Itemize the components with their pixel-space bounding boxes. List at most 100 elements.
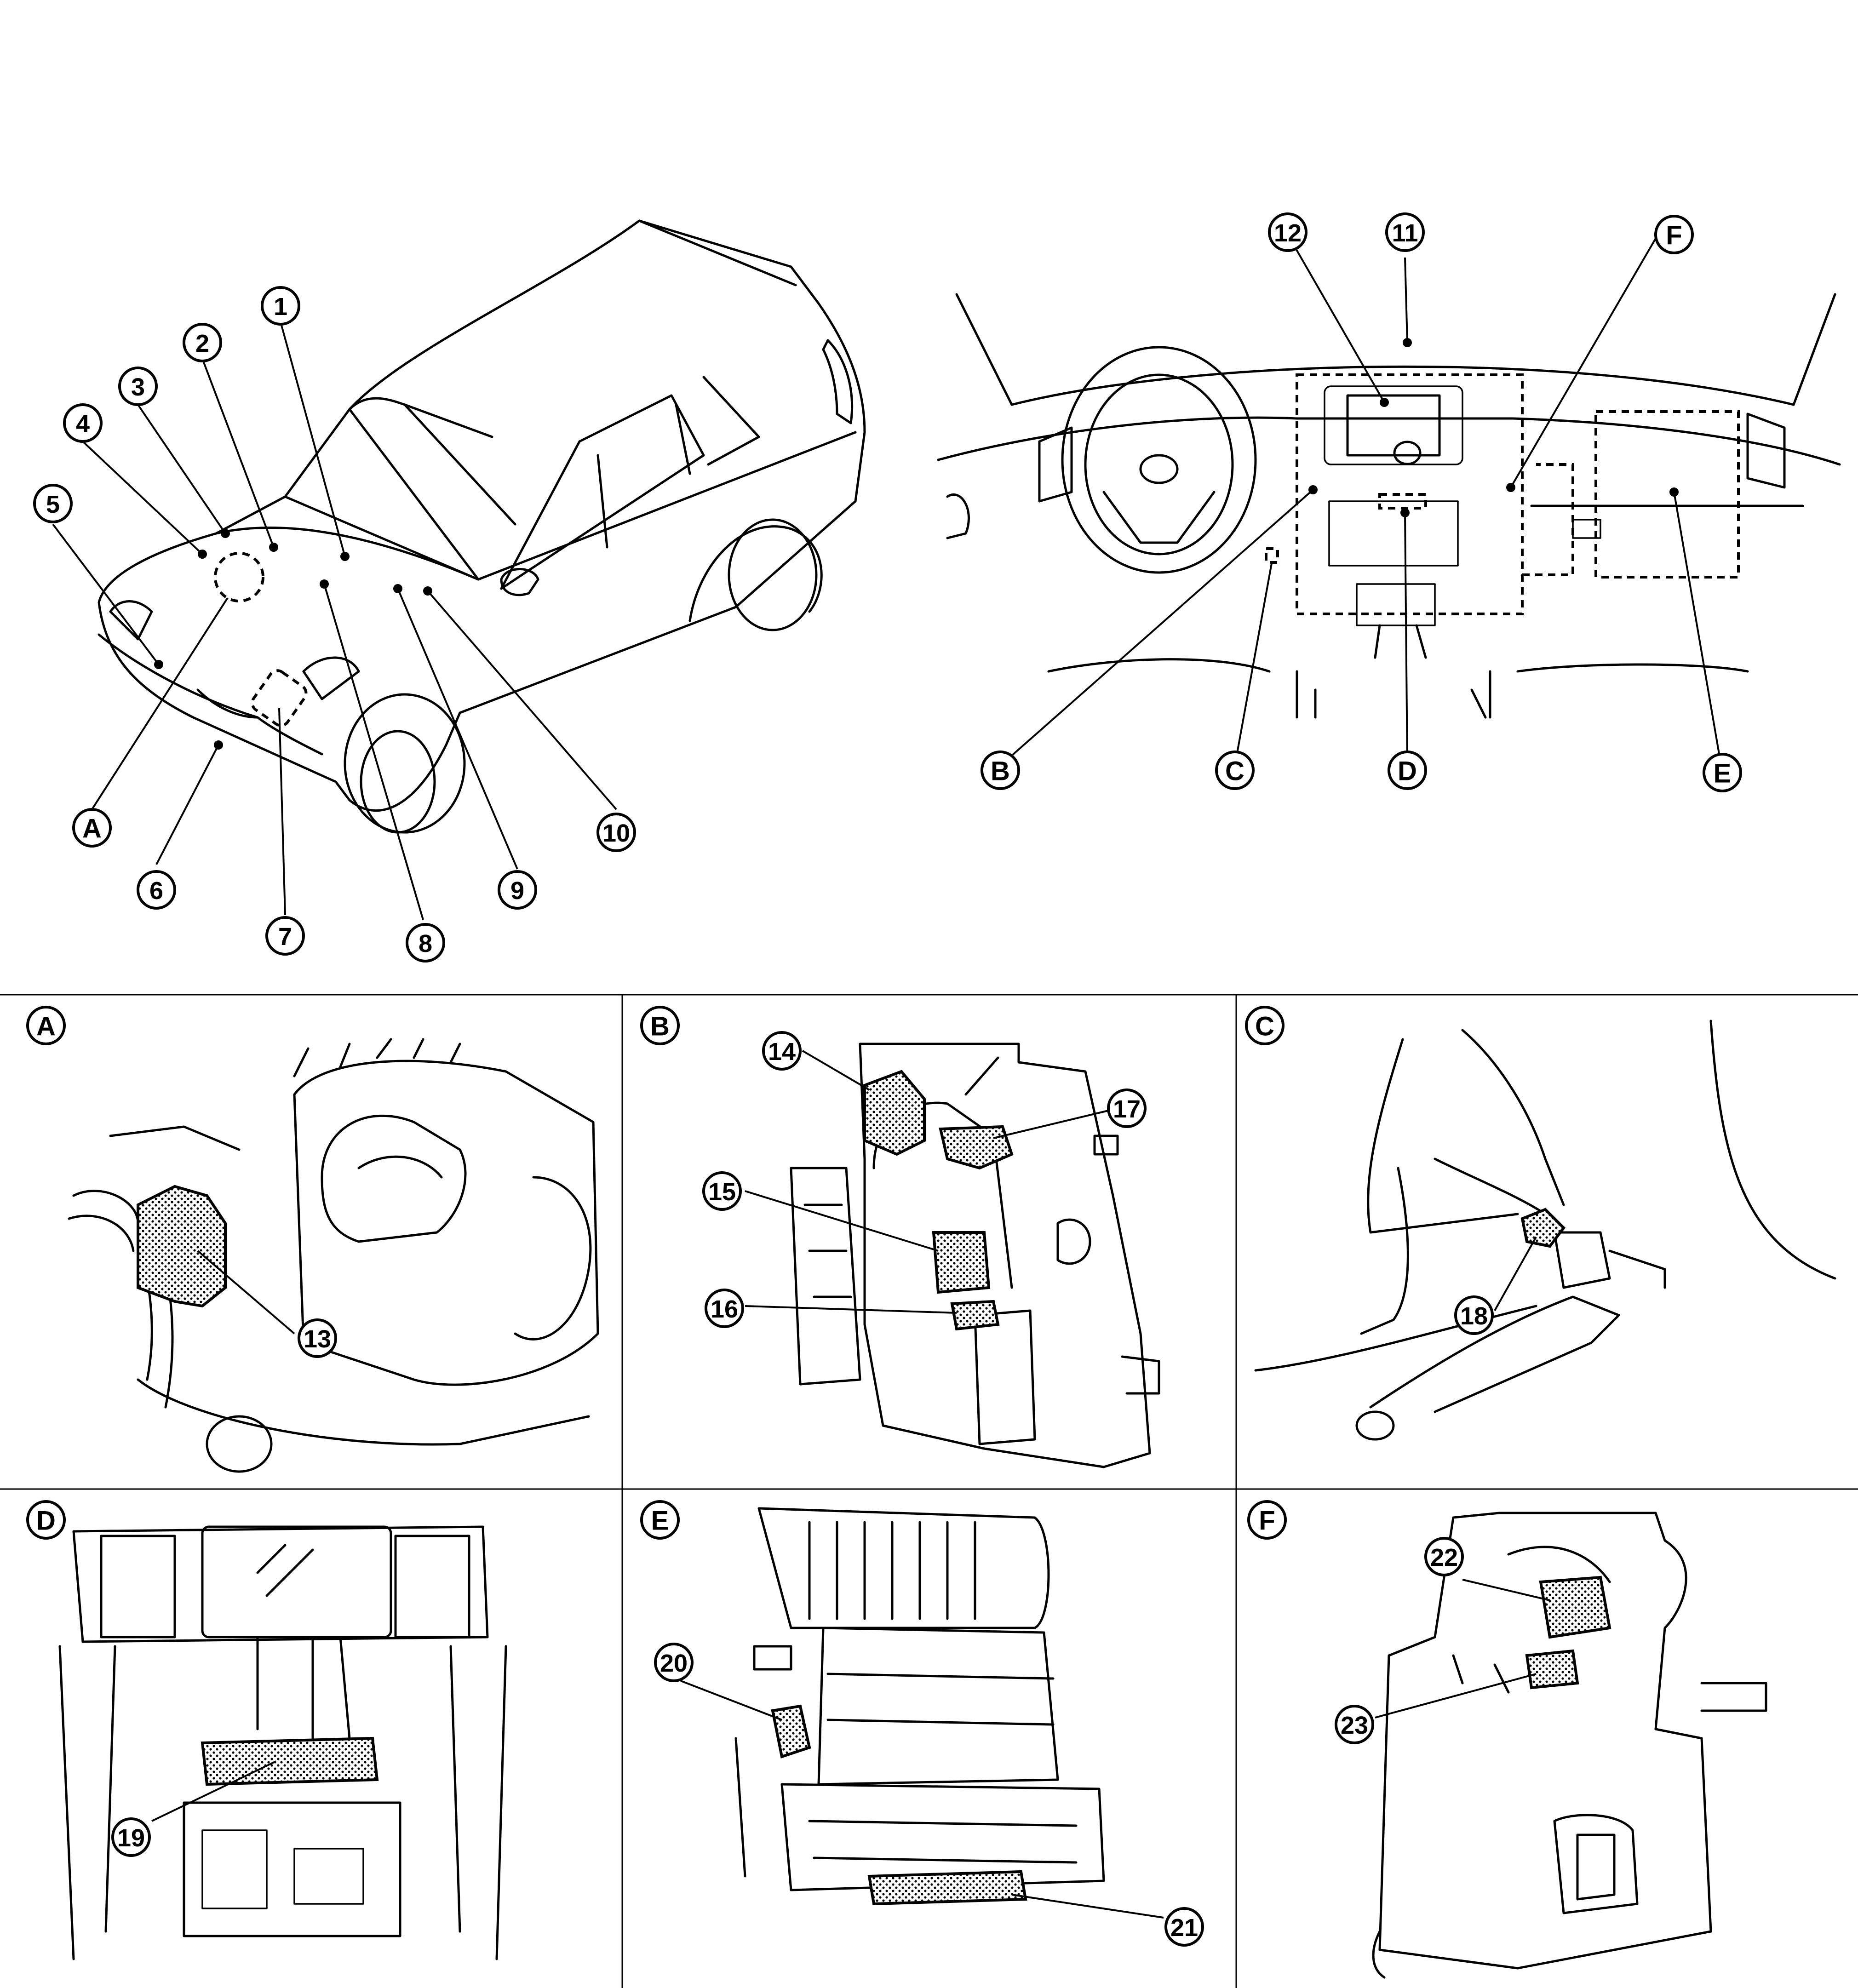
callout-11-label: 11 [1392,219,1418,247]
callout-20-label: 20 [660,1650,688,1677]
panel-label-c-label: C [1255,1012,1274,1042]
panel-label-c: C [1245,1006,1285,1045]
callout-4: 4 [63,403,103,443]
panel-e-blower-unit [680,1507,1164,1919]
callout-8: 8 [406,923,445,962]
area-callout-d-circle [1388,751,1427,790]
callout-18-label: 18 [1460,1302,1488,1330]
panel-label-f-circle [1247,1500,1287,1540]
callout-11-circle [1385,212,1425,252]
area-callout-b: B [981,751,1020,790]
panel-label-d-circle [26,1500,66,1540]
callout-4-label: 4 [76,410,90,438]
area-callout-c-circle [1215,751,1255,790]
panel-label-b-label: B [650,1012,670,1042]
callout-19-label: 19 [117,1824,145,1852]
callout-15-label: 15 [708,1178,736,1206]
panel-label-f-label: F [1259,1506,1275,1536]
callout-9-circle [498,870,537,910]
callout-15-circle [702,1171,742,1211]
panel-label-b-circle [640,1006,680,1045]
panel-label-e: E [640,1500,680,1540]
callout-16-label: 16 [711,1295,738,1323]
area-callout-e-circle [1703,753,1742,792]
callout-19: 19 [111,1817,151,1857]
panel-f-heater-unit-side [1372,1512,1767,1979]
callout-4-circle [63,403,103,443]
area-callout-b-label: B [991,756,1010,786]
area-callout-a-circle [72,808,112,848]
callout-21-label: 21 [1170,1914,1198,1942]
callout-19-circle [111,1817,151,1857]
callout-5-label: 5 [46,491,60,518]
callout-23-label: 23 [1341,1712,1368,1739]
callout-3-circle [118,367,158,406]
callout-21: 21 [1164,1907,1204,1947]
panel-d-center-stack [58,1525,507,1960]
callout-6-circle [137,870,176,910]
area-callout-d: D [1388,751,1427,790]
area-callout-d-label: D [1398,756,1417,786]
callout-10-circle [596,813,636,852]
callout-12: 12 [1268,212,1307,252]
panel-label-c-circle [1245,1006,1285,1045]
callout-23: 23 [1335,1705,1374,1744]
vehicle-exterior-view [52,219,866,920]
area-callout-c: C [1215,751,1255,790]
panel-c-floor-area [1254,1020,1836,1441]
callout-9-label: 9 [510,877,524,905]
callout-17-circle [1107,1089,1147,1128]
callout-1-circle [261,286,300,326]
area-callout-c-label: C [1225,756,1244,786]
callout-7: 7 [265,916,305,956]
area-callout-a-label: A [82,814,102,844]
callout-23-circle [1335,1705,1374,1744]
callout-2-label: 2 [195,330,209,357]
callout-5-circle [33,484,73,523]
callout-8-label: 8 [419,930,432,957]
callout-18: 18 [1454,1295,1494,1335]
callout-16: 16 [705,1289,744,1328]
panel-label-a: A [26,1006,66,1045]
callout-13: 13 [298,1318,337,1358]
detail-panel-grid [0,994,1858,1988]
panel-label-a-circle [26,1006,66,1045]
callout-8-circle [406,923,445,962]
area-callout-a: A [72,808,112,848]
callout-22: 22 [1424,1537,1464,1576]
area-callout-e-label: E [1714,759,1732,789]
callout-1: 1 [261,286,300,326]
callout-17: 17 [1107,1089,1147,1128]
panel-label-f: F [1247,1500,1287,1540]
callout-22-circle [1424,1537,1464,1576]
panel-label-e-label: E [651,1506,669,1536]
callout-14-circle [762,1031,802,1071]
callout-14-label: 14 [768,1038,796,1066]
callout-12-label: 12 [1274,219,1302,247]
callout-6-label: 6 [149,877,163,905]
area-callout-f-label: F [1666,221,1682,251]
area-callout-f: F [1654,215,1694,254]
callout-14: 14 [762,1031,802,1071]
callout-3-label: 3 [131,373,145,401]
callout-20-circle [654,1643,694,1682]
instrument-panel-view [937,234,1841,773]
panel-label-a-label: A [36,1012,56,1042]
panel-a-engine-compartment [68,1038,599,1473]
callout-7-label: 7 [278,923,292,951]
callout-10: 10 [596,813,636,852]
callout-1-label: 1 [274,293,287,321]
callout-16-circle [705,1289,744,1328]
callout-13-label: 13 [304,1325,331,1353]
callout-10-label: 10 [602,819,630,847]
panel-label-d-label: D [36,1506,56,1536]
callout-6: 6 [137,870,176,910]
callout-12-circle [1268,212,1307,252]
panel-label-e-circle [640,1500,680,1540]
callout-7-circle [265,916,305,956]
callout-17-label: 17 [1113,1095,1141,1123]
callout-22-label: 22 [1430,1544,1458,1571]
callout-15: 15 [702,1171,742,1211]
